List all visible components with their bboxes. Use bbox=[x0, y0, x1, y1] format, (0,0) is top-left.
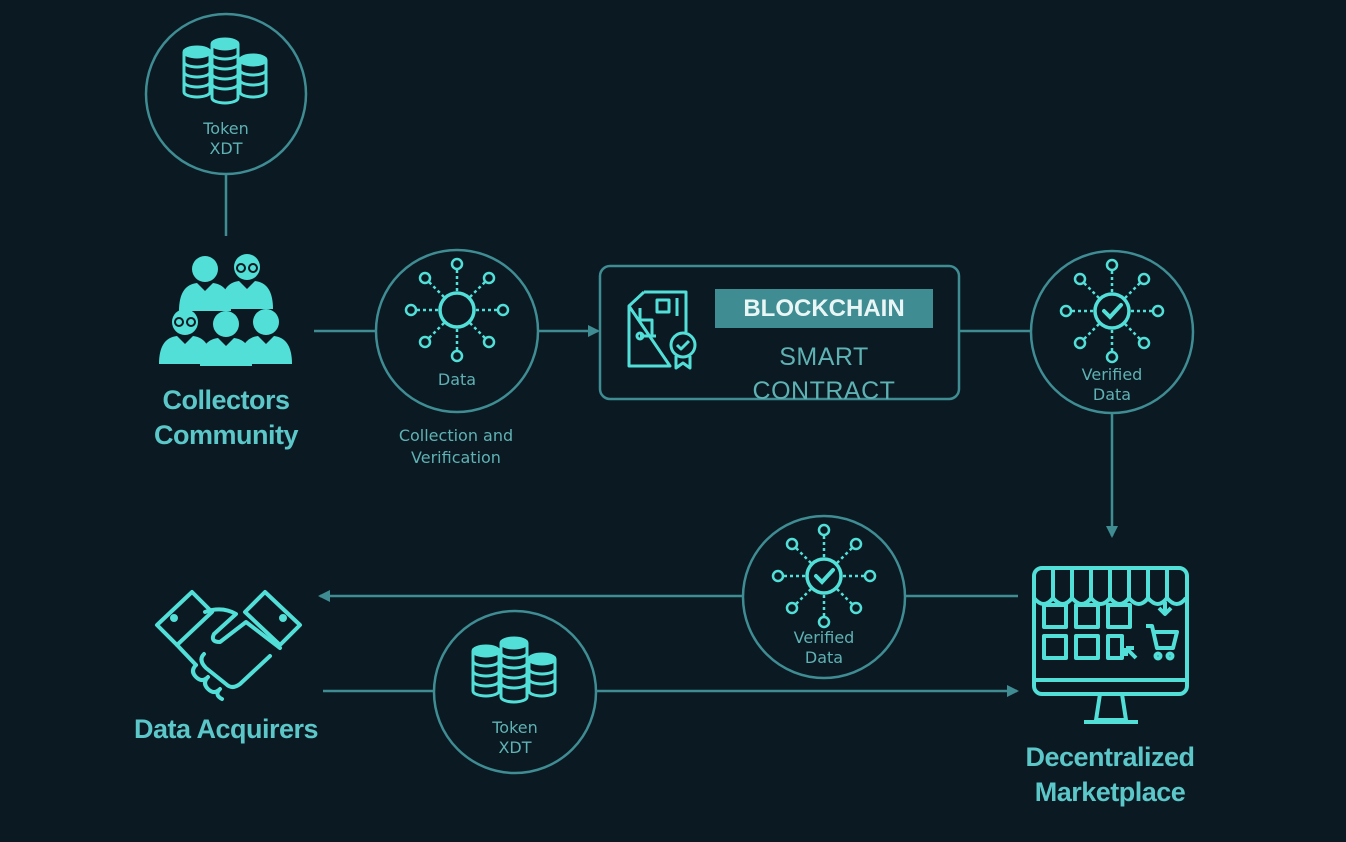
blockchain-title: BLOCKCHAIN bbox=[715, 289, 933, 328]
token-top-circle bbox=[144, 12, 308, 176]
blockchain-box bbox=[598, 264, 961, 401]
marketplace-line2: Marketplace bbox=[1034, 777, 1186, 807]
verified-line2: Data bbox=[804, 648, 844, 667]
network-node-icon bbox=[404, 257, 510, 363]
token-bottom-label: Token XDT bbox=[465, 718, 565, 758]
verified-line2: Data bbox=[1092, 385, 1132, 404]
marketplace-label: Decentralized Marketplace bbox=[1000, 740, 1220, 810]
collectors-community-label: Collectors Community bbox=[126, 383, 326, 453]
verified-bottom-label: Verified Data bbox=[774, 628, 874, 668]
verified-bottom-circle bbox=[741, 514, 907, 680]
token-name: Token bbox=[203, 119, 249, 138]
token-symbol: XDT bbox=[498, 738, 532, 757]
contract-chip-icon bbox=[627, 290, 697, 370]
collectors-line1: Collectors bbox=[162, 385, 290, 415]
verified-network-icon bbox=[771, 523, 877, 629]
token-top-label: Token XDT bbox=[176, 119, 276, 159]
connectors bbox=[224, 174, 1118, 697]
smart-contract-label: SMART CONTRACT bbox=[752, 343, 896, 405]
data-label: Data bbox=[437, 370, 477, 389]
collectors-line2: Community bbox=[154, 420, 299, 450]
coins-icon bbox=[182, 37, 268, 105]
handshake-icon bbox=[155, 590, 302, 701]
shop-monitor-icon bbox=[1032, 566, 1189, 724]
token-symbol: XDT bbox=[209, 139, 243, 158]
verified-line1: Verified bbox=[1081, 365, 1143, 384]
verified-network-icon bbox=[1059, 258, 1165, 364]
verified-line1: Verified bbox=[793, 628, 855, 647]
marketplace-line1: Decentralized bbox=[1025, 742, 1195, 772]
collection-line1: Collection and bbox=[398, 426, 514, 445]
verified-top-circle bbox=[1029, 249, 1195, 415]
collection-line2: Verification bbox=[411, 448, 501, 467]
token-name: Token bbox=[492, 718, 538, 737]
data-circle bbox=[374, 248, 540, 414]
collection-verification-label: Collection and Verification bbox=[366, 425, 546, 469]
coins-icon bbox=[471, 636, 557, 704]
verified-top-label: Verified Data bbox=[1062, 365, 1162, 405]
people-group-icon bbox=[159, 254, 292, 366]
token-bottom-circle bbox=[432, 609, 598, 775]
data-acquirers-label: Data Acquirers bbox=[133, 714, 319, 744]
